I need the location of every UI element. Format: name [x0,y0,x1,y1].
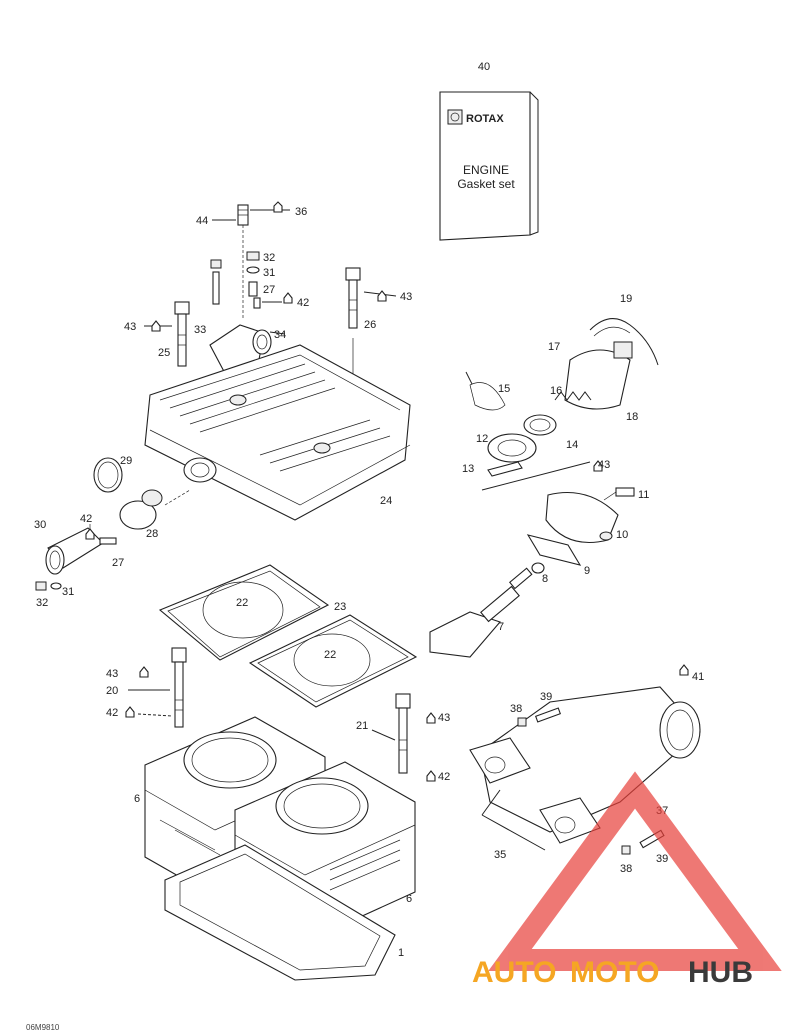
callout-40: 40 [478,61,490,73]
callout-42c: 42 [106,707,118,719]
watermark-part2: MOTO [570,956,659,989]
bolt-25 [144,301,190,367]
gasket-9 [526,534,582,566]
valve-cover-10 [545,491,619,544]
callout-43a: 43 [400,291,412,303]
callout-35: 35 [494,849,506,861]
screw-11 [603,487,635,501]
bolt-26 [345,267,397,395]
rotax-logo: ROTAX [447,109,504,125]
cover-17 [564,341,633,410]
callout-8: 8 [542,573,548,585]
bolt-20 [125,647,187,728]
callout-28: 28 [146,528,158,540]
callout-6a: 6 [134,793,140,805]
callout-38b: 38 [620,863,632,875]
callout-16: 16 [550,385,562,397]
callout-22b: 22 [324,649,336,661]
callout-19: 19 [620,293,632,305]
top-bolt-stack [210,201,293,320]
callout-7: 7 [498,621,504,633]
callout-31a: 31 [263,267,275,279]
callout-43b: 43 [124,321,136,333]
watermark-text: AUTO MOTO HUB [472,956,753,989]
ring-8 [531,562,545,574]
head-gasket-22 [248,614,418,708]
callout-43d: 43 [438,712,450,724]
nut-washer-left [35,581,62,591]
callout-34: 34 [274,329,286,341]
callout-1: 1 [398,947,404,959]
rotax-brand: ROTAX [466,113,504,125]
callout-42b: 42 [80,513,92,525]
callout-21: 21 [356,720,368,732]
seal-13 [481,460,603,491]
clip-15 [465,371,506,411]
head-gasket-23 [158,564,330,661]
callout-12: 12 [476,433,488,445]
callout-26: 26 [364,319,376,331]
callout-22a: 22 [236,597,248,609]
callout-42a: 42 [297,297,309,309]
gasket-set-box: ROTAX ENGINE Gasket set [439,91,539,241]
spring-16 [554,391,592,401]
exhaust-manifold [469,686,701,851]
callout-15: 15 [498,383,510,395]
callout-42d: 42 [438,771,450,783]
rotary-valve-12 [487,433,537,463]
callout-27a: 27 [263,284,275,296]
callout-25: 25 [158,347,170,359]
callout-43e: 43 [598,459,610,471]
callout-23: 23 [334,601,346,613]
o-ring-29 [93,457,123,493]
callout-11: 11 [638,489,649,501]
spring-clip-19 [589,318,659,366]
callout-20: 20 [106,685,118,697]
callout-41: 41 [692,671,704,683]
figure-code: 06M9810 [26,1023,60,1032]
callout-39b: 39 [656,853,668,865]
callout-24: 24 [380,495,392,507]
watermark-part1: AUTO [472,956,556,989]
watermark-logo [488,771,782,971]
screws-27-42-left [85,524,117,545]
callout-33: 33 [194,324,206,336]
bolt-21 [371,693,436,782]
cylinder-head [144,344,411,521]
callout-32b: 32 [36,597,48,609]
callout-31b: 31 [62,586,74,598]
callout-39a: 39 [540,691,552,703]
thermostat-28 [119,489,191,530]
callout-18: 18 [626,411,638,423]
callout-43c: 43 [106,668,118,680]
gasket-box-line2: Gasket set [457,177,515,191]
callout-30: 30 [34,519,46,531]
callout-14: 14 [566,439,578,451]
shaft-7 [429,567,533,658]
callout-32a: 32 [263,252,275,264]
callout-17: 17 [548,341,560,353]
callout-36: 36 [295,206,307,218]
gasket-box-line1: ENGINE [463,163,509,177]
callout-29: 29 [120,455,132,467]
callout-9: 9 [584,565,590,577]
oil-seal-14 [523,414,557,436]
callout-10: 10 [616,529,628,541]
base-gasket [164,844,396,981]
callout-27b: 27 [112,557,124,569]
callout-44: 44 [196,215,208,227]
watermark-part3: HUB [688,956,753,989]
callout-38a: 38 [510,703,522,715]
callout-6b: 6 [406,893,412,905]
callout-13: 13 [462,463,474,475]
